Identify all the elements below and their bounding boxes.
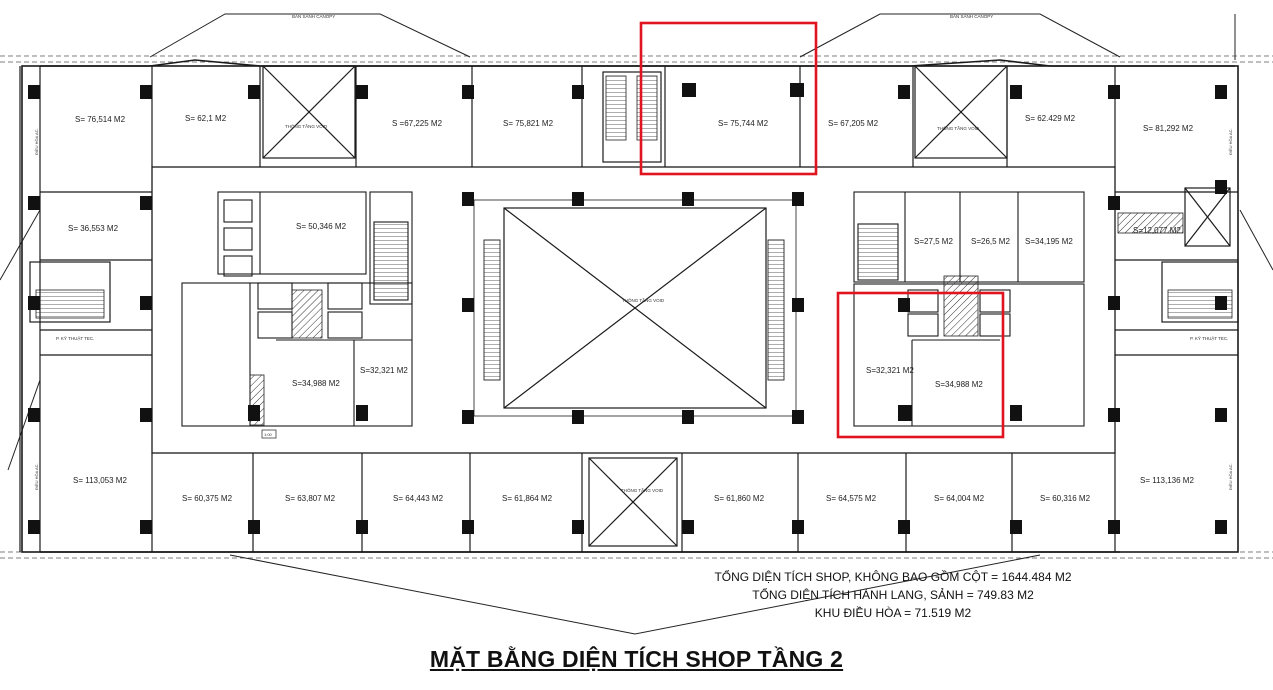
unit-core-left-a: S=34,988 M2 xyxy=(292,379,340,388)
void-label-right: THÔNG TẦNG VOID xyxy=(937,125,980,131)
ac-label-4: ĐIỀU HÒA AC. xyxy=(1228,463,1233,490)
area-summary: TỔNG DIỆN TÍCH SHOP, KHÔNG BAO GỒM CỘT =… xyxy=(683,568,1103,622)
stair-left xyxy=(35,289,105,319)
unit-bottom-4: S= 61,864 M2 xyxy=(502,494,553,503)
atrium-label: THÔNG TẦNG VOID xyxy=(622,297,665,303)
unit-core-left-big: S= 50,346 M2 xyxy=(296,222,347,231)
tech-label-right: P. KỸ THUẬT TEC. xyxy=(1190,335,1228,341)
ac-label-3: ĐIỀU HÒA AC. xyxy=(1228,128,1233,155)
unit-right-small: S=12,077 M2 xyxy=(1133,226,1181,235)
summary-corridor-area: TỔNG DIỆN TÍCH HÀNH LANG, SẢNH = 749.83 … xyxy=(752,588,1034,602)
hatched-duct-right xyxy=(1117,212,1184,234)
columns xyxy=(28,83,1227,534)
canopy-label-right: BẢN SẢNH CANOPY xyxy=(950,13,993,19)
unit-core-right-a: S=27,5 M2 xyxy=(914,237,953,246)
left-side xyxy=(19,66,1239,552)
unit-bottom-6: S= 64,575 M2 xyxy=(826,494,877,503)
unit-top-2: S =67,225 M2 xyxy=(392,119,443,128)
unit-labels: S= 76,514 M2 S= 62,1 M2 S =67,225 M2 S= … xyxy=(68,114,1194,503)
unit-core-right-e: S=34,988 M2 xyxy=(935,380,983,389)
unit-top-left-corner: S= 76,514 M2 xyxy=(75,115,126,124)
central-atrium xyxy=(473,199,797,417)
unit-core-right-d: S=32,321 M2 xyxy=(866,366,914,375)
unit-top-right-corner: S= 81,292 M2 xyxy=(1143,124,1194,133)
ac-label-1: ĐIỀU HÒA AC. xyxy=(34,128,39,155)
unit-bottom-2: S= 63,807 M2 xyxy=(285,494,336,503)
stair-top xyxy=(605,75,627,141)
unit-top-4: S= 75,744 M2 xyxy=(718,119,769,128)
unit-top-6: S= 62.429 M2 xyxy=(1025,114,1076,123)
page-title: MẶT BẰNG DIỆN TÍCH SHOP TẦNG 2 xyxy=(429,646,844,672)
left-core xyxy=(181,191,413,427)
ac-label-2: ĐIỀU HÒA AC. xyxy=(34,463,39,490)
unit-top-1: S= 62,1 M2 xyxy=(185,114,227,123)
unit-bottom-left-corner: S= 113,053 M2 xyxy=(73,476,127,485)
unit-bottom-3: S= 64,443 M2 xyxy=(393,494,444,503)
canopy-outline xyxy=(0,13,1273,635)
unit-bottom-5: S= 61,860 M2 xyxy=(714,494,765,503)
void-label-bottom: THÔNG TẦNG VOID xyxy=(621,487,664,493)
scale-marker: 1:00 xyxy=(261,429,277,439)
unit-top-5: S= 67,205 M2 xyxy=(828,119,879,128)
hatched-shaft-left xyxy=(291,289,323,339)
escalators xyxy=(483,239,785,381)
right-core xyxy=(853,191,1085,427)
scale-label: 1:00 xyxy=(264,432,273,437)
void-label-left: THÔNG TẦNG VOID xyxy=(285,123,328,129)
bottom-shop-row xyxy=(151,453,1116,552)
unit-top-3: S= 75,821 M2 xyxy=(503,119,554,128)
top-shop-row xyxy=(151,65,1116,167)
unit-bottom-1: S= 60,375 M2 xyxy=(182,494,233,503)
canopy-label-left: BẢN SẢNH CANOPY xyxy=(292,13,335,19)
unit-bottom-8: S= 60,316 M2 xyxy=(1040,494,1091,503)
highlight-boxes xyxy=(639,21,1005,439)
unit-bottom-right-corner: S= 113,136 M2 xyxy=(1140,476,1194,485)
unit-left-small: S= 36,553 M2 xyxy=(68,224,119,233)
tech-label-left: P. KỸ THUẬT TEC. xyxy=(56,335,94,341)
unit-core-right-c: S=34,195 M2 xyxy=(1025,237,1073,246)
summary-shop-area: TỔNG DIỆN TÍCH SHOP, KHÔNG BAO GỒM CỘT =… xyxy=(714,570,1072,584)
summary-ac-area: KHU ĐIỀU HÒA = 71.519 M2 xyxy=(814,606,972,620)
highlight-box-core xyxy=(836,291,1005,439)
highlight-box-top xyxy=(639,21,818,176)
building-outline xyxy=(21,59,1239,553)
hatched-shaft-right xyxy=(943,275,979,337)
unit-core-left-b: S=32,321 M2 xyxy=(360,366,408,375)
unit-bottom-7: S= 64,004 M2 xyxy=(934,494,985,503)
unit-core-right-b: S=26,5 M2 xyxy=(971,237,1010,246)
